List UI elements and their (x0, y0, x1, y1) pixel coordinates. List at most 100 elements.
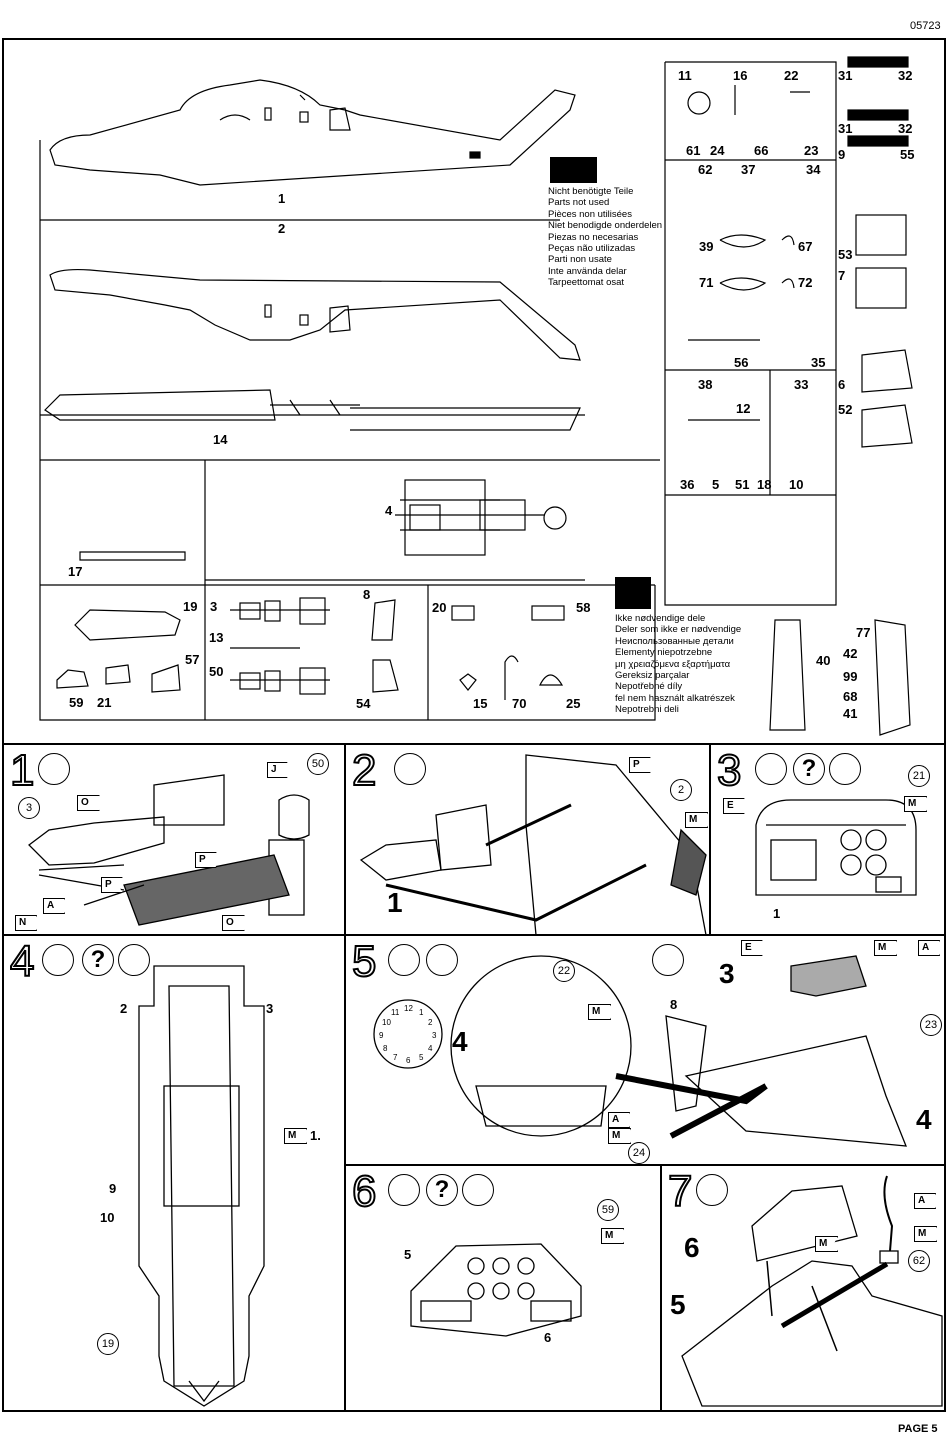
marker-tag: O (77, 795, 100, 811)
part-label: 72 (798, 275, 813, 290)
part-number: 6 (544, 1330, 552, 1345)
glue-icon (696, 1174, 728, 1206)
part-label: 68 (843, 689, 858, 704)
callout: 22 (553, 960, 575, 982)
part-label: 33 (794, 377, 809, 392)
part-number: 3 (266, 1001, 274, 1016)
fuselage-cross-icon (652, 944, 684, 976)
part-label: 51 (735, 477, 750, 492)
step-number: 7 (667, 1167, 694, 1216)
part-label: 36 (680, 477, 695, 492)
part-label: 14 (213, 432, 228, 447)
legend-line: Nepotřebné díly (615, 681, 683, 693)
legend-line: Peças não utilizadas (548, 243, 636, 255)
clock-numeral: 2 (428, 1018, 433, 1027)
part-label: 59 (69, 695, 84, 710)
clock-numeral: 5 (419, 1053, 424, 1062)
part-label: 31 (838, 121, 853, 136)
step-number: 5 (351, 937, 378, 986)
decal-icon (426, 944, 458, 976)
step-2-panel: 2 P 2 M 1 (344, 743, 711, 936)
part-number: 2 (120, 1001, 128, 1016)
part-label: 9 (838, 147, 846, 162)
legend-line: Tarpeettomat osat (548, 277, 625, 289)
paint-brush-icon (462, 1174, 494, 1206)
paint-brush-icon (118, 944, 150, 976)
document-code: 05723 (910, 20, 941, 32)
part-number: 5 (670, 1289, 686, 1320)
part-label: 70 (512, 696, 527, 711)
part-number: 4 (916, 1104, 932, 1135)
part-label: 37 (741, 162, 756, 177)
part-label: 54 (356, 696, 371, 711)
legend-line: Elementy niepotrzebne (615, 647, 713, 659)
part-label: 32 (898, 68, 913, 83)
part-label: 52 (838, 402, 853, 417)
legend-line: Deler som ikke er nødvendige (615, 624, 742, 636)
callout: 21 (908, 765, 930, 787)
part-label: 40 (816, 653, 831, 668)
legend-line: Pièces non utilisées (548, 208, 632, 220)
part-label: 53 (838, 247, 853, 262)
part-number: 6 (684, 1232, 700, 1263)
part-label: 42 (843, 646, 858, 661)
callout: 2 (670, 779, 692, 801)
clock-numeral: 8 (383, 1044, 388, 1053)
marker-tag: J (267, 762, 288, 778)
part-number: 8 (670, 997, 678, 1012)
part-label: 38 (698, 377, 713, 392)
part-label: 23 (804, 143, 819, 158)
part-label: 61 (686, 143, 701, 158)
part-label: 50 (209, 664, 224, 679)
clock-numeral: 4 (428, 1044, 433, 1053)
clock-numeral: 1 (419, 1008, 424, 1017)
glue-icon (388, 944, 420, 976)
unused-parts-legend-1: Nicht benötigte Teile Parts not used Piè… (548, 186, 662, 289)
step-5-panel: 5 12 1 2 3 4 5 6 7 8 9 10 11 22 M 4 E M … (344, 934, 946, 1166)
glue-icon (394, 753, 426, 785)
step-number: 3 (716, 746, 743, 795)
part-label: 67 (798, 239, 813, 254)
callout: 50 (307, 753, 329, 775)
clock-numeral: 3 (432, 1031, 437, 1040)
part-label: 25 (566, 696, 581, 711)
unused-parts-legend-2: Ikke nødvendige dele Deler som ikke er n… (615, 613, 741, 716)
part-label: 11 (678, 68, 692, 83)
part-number: 5 (404, 1247, 412, 1262)
clock-numeral: 6 (406, 1056, 411, 1065)
step-4-panel: 4 ? 2 3 M 1. 9 10 19 (2, 934, 346, 1412)
callout: 59 (597, 1199, 619, 1221)
page-number: PAGE 5 (898, 1423, 938, 1435)
part-label: 4 (385, 503, 393, 518)
legend-line: Gereksiz parçalar (615, 670, 690, 682)
part-label: 6 (838, 377, 846, 392)
legend-line: Piezas no necesarias (548, 231, 639, 243)
clock-numeral: 10 (382, 1018, 391, 1027)
step-7-panel: 7 A M 6 62 M 5 (660, 1164, 946, 1412)
question-icon: ? (426, 1174, 458, 1206)
clock-numeral: 11 (391, 1008, 400, 1017)
step-number: 6 (351, 1167, 378, 1216)
part-label: 99 (843, 669, 858, 684)
legend-line: Parts not used (548, 197, 610, 209)
part-label: 5 (712, 477, 720, 492)
part-label: 22 (784, 68, 799, 83)
question-icon: ? (82, 944, 114, 976)
part-label: 19 (183, 599, 198, 614)
part-number: 1 (773, 906, 781, 921)
part-label: 21 (97, 695, 112, 710)
clock-numeral: 12 (404, 1004, 413, 1013)
legend-line: Неиспользованные детали (615, 635, 734, 647)
glue-icon (38, 753, 70, 785)
part-number: 3 (719, 958, 735, 989)
part-label: 12 (736, 401, 751, 416)
part-label: 62 (698, 162, 713, 177)
part-label: 34 (806, 162, 821, 177)
legend-line: Nicht benötigte Teile (548, 186, 634, 197)
part-label: 20 (432, 600, 447, 615)
part-number: 9 (109, 1181, 117, 1196)
step-number: 1 (9, 746, 36, 795)
part-label: 13 (209, 630, 224, 645)
part-label: 57 (185, 652, 200, 667)
part-label: 10 (789, 477, 804, 492)
